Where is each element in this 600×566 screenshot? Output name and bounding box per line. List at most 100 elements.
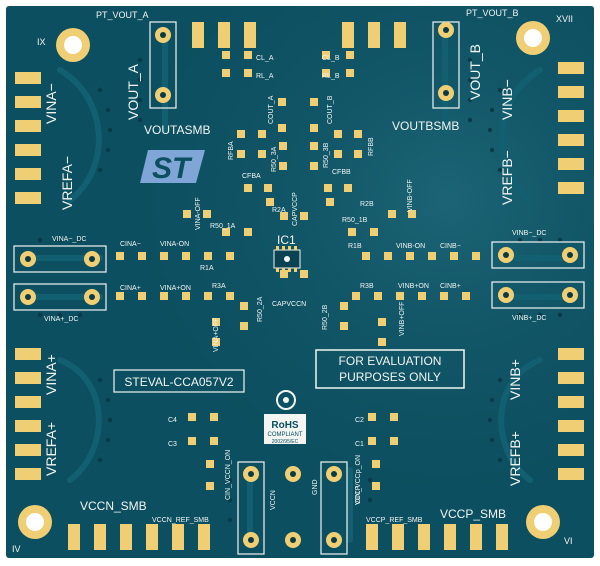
cinb-plus-label: CINB+ — [440, 283, 461, 290]
svg-text:ST: ST — [152, 152, 193, 185]
corner-label-top-right: XVII — [556, 14, 573, 24]
vccp-smb-label: VCCP_SMB — [440, 507, 506, 521]
gnd-connector — [285, 466, 301, 548]
c3-label: C3 — [168, 441, 177, 448]
rohs-subtitle: COMPLIANT — [267, 432, 302, 438]
voutbsmb-label: VOUTBSMB — [392, 119, 459, 133]
cout-b-label: COUT_B — [327, 95, 334, 124]
vina-plus-off-label: VINA+OFF — [213, 318, 220, 352]
ic1-footprint — [273, 246, 301, 272]
capvccp-label: CAPVCCP — [292, 192, 299, 226]
vccp-connector — [320, 461, 348, 555]
cfba-label: CFBA — [242, 173, 261, 180]
test-point-vout-b: PT_VOUT_B — [466, 8, 519, 18]
evaluation-notice-line2: PURPOSES ONLY — [339, 370, 441, 384]
vrefa-plus-label: VREFA+ — [43, 422, 59, 476]
rohs-directive: 2002/95/EC — [272, 439, 299, 445]
vout-a-connector — [149, 21, 177, 109]
r2b-label: R2B — [360, 201, 374, 208]
rl-b-label: RL_B — [322, 73, 340, 80]
vina-plus-label: VINA+ — [43, 354, 59, 395]
r3a-label: R3A — [212, 283, 226, 290]
vinb-plus-dc-label: VINB+_DC — [512, 315, 546, 322]
vout-b-connector — [432, 21, 460, 109]
vccp-ref-smb-label: VCCP_REF_SMB — [366, 517, 423, 524]
vrefb-plus-label: VREFB+ — [507, 431, 523, 486]
rfbb-label: RFBB — [368, 137, 375, 156]
vinb-on-label: VINB-ON — [396, 243, 425, 250]
r1b-label: R1B — [348, 243, 362, 250]
left-edge-pads — [15, 72, 41, 480]
vccn-label: VCCN — [270, 490, 277, 510]
voutasmb-label: VOUTASMB — [144, 123, 210, 137]
r50-1a-label: R50_1A — [210, 223, 236, 230]
vout-b-label: VOUT_B — [467, 44, 483, 100]
vrefa-minus-label: VREFA− — [59, 156, 75, 210]
cfbb-label: CFBB — [332, 169, 351, 176]
corner-label-top-left: IX — [37, 37, 46, 47]
c2-label: C2 — [355, 417, 364, 424]
vinb-minus-dc-connector — [491, 241, 585, 269]
evaluation-notice-box — [315, 349, 465, 389]
vinb-off-label: VINB-OFF — [407, 179, 414, 212]
vinb-minus-label: VINB− — [499, 79, 515, 120]
vinb-plus-label: VINB+ — [507, 359, 523, 400]
corner-label-bottom-right: VI — [564, 536, 573, 546]
vccn-ref-smb-label: VCCN_REF_SMB — [152, 517, 209, 524]
cinb-minus-label: CINB− — [440, 243, 461, 250]
r50-3b-label: R50_3B — [323, 142, 330, 168]
ic1-label: IC1 — [277, 233, 296, 247]
rohs-title: RoHS — [271, 420, 299, 431]
r50-2b-label: R50_2B — [322, 304, 329, 330]
rl-a-label: RL_A — [256, 73, 274, 80]
r50-2a-label: R50_2A — [257, 296, 264, 322]
recycle-icon — [276, 390, 296, 410]
cout-a-label: COUT_A — [268, 95, 275, 124]
rfba-label: RFBA — [228, 141, 235, 160]
vina-minus-label: VINA− — [43, 83, 59, 124]
cl-a-label: CL_A — [256, 55, 274, 62]
vccp-label: VCCP — [355, 485, 362, 505]
via-rows — [37, 57, 563, 523]
vinb-minus-dc-label: VINB−_DC — [512, 230, 546, 237]
smd-pads — [116, 51, 480, 490]
vina-on-label: VINA-ON — [160, 241, 189, 248]
vrefb-minus-label: VREFB− — [499, 150, 515, 205]
r3b-label: R3B — [360, 283, 374, 290]
r2a-label: R2A — [272, 207, 286, 214]
vout-a-label: VOUT_A — [125, 63, 141, 120]
capvccn-label: CAPVCCN — [272, 301, 306, 308]
vinb-plus-off-label: VINB+OFF — [399, 302, 406, 336]
vina-plus-on-label: VINA+ON — [160, 285, 191, 292]
vina-off-label: VINA-OFF — [195, 197, 202, 230]
board-name-box — [113, 369, 245, 393]
top-edge-pads — [192, 22, 406, 48]
vinb-plus-dc-connector — [491, 281, 585, 309]
gnd-label: GND — [312, 479, 319, 495]
st-logo-icon: ST — [140, 150, 205, 185]
vina-plus-dc-connector — [13, 283, 107, 311]
cina-plus-label: CINA+ — [120, 285, 141, 292]
c4-label: C4 — [168, 417, 177, 424]
r50-3a-label: R50_3A — [271, 146, 278, 172]
rohs-mark — [264, 414, 306, 444]
cin-vccn-on-label: CIN_VCCN_ON — [225, 450, 232, 500]
vccn-connector — [237, 461, 265, 555]
corner-label-bottom-left: IV — [12, 544, 21, 554]
mounting-holes — [18, 21, 560, 539]
cl-b-label: CL_B — [322, 55, 340, 62]
r1a-label: R1A — [200, 265, 214, 272]
cin-vccp-on-label: CIN_VCCp_ON — [355, 455, 362, 504]
c1-label: C1 — [355, 441, 364, 448]
bottom-edge-pads — [68, 524, 508, 550]
right-edge-pads — [558, 62, 584, 480]
cina-minus-label: CINA− — [120, 241, 141, 248]
vina-minus-dc-connector — [13, 245, 107, 273]
r50-1b-label: R50_1B — [342, 217, 368, 224]
vinb-plus-on-label: VINB+ON — [398, 283, 429, 290]
vina-minus-dc-label: VINA−_DC — [52, 236, 86, 243]
board-name: STEVAL-CCA057V2 — [124, 375, 233, 389]
vina-plus-dc-label: VINA+_DC — [44, 316, 78, 323]
vccn-smb-label: VCCN_SMB — [80, 499, 147, 513]
